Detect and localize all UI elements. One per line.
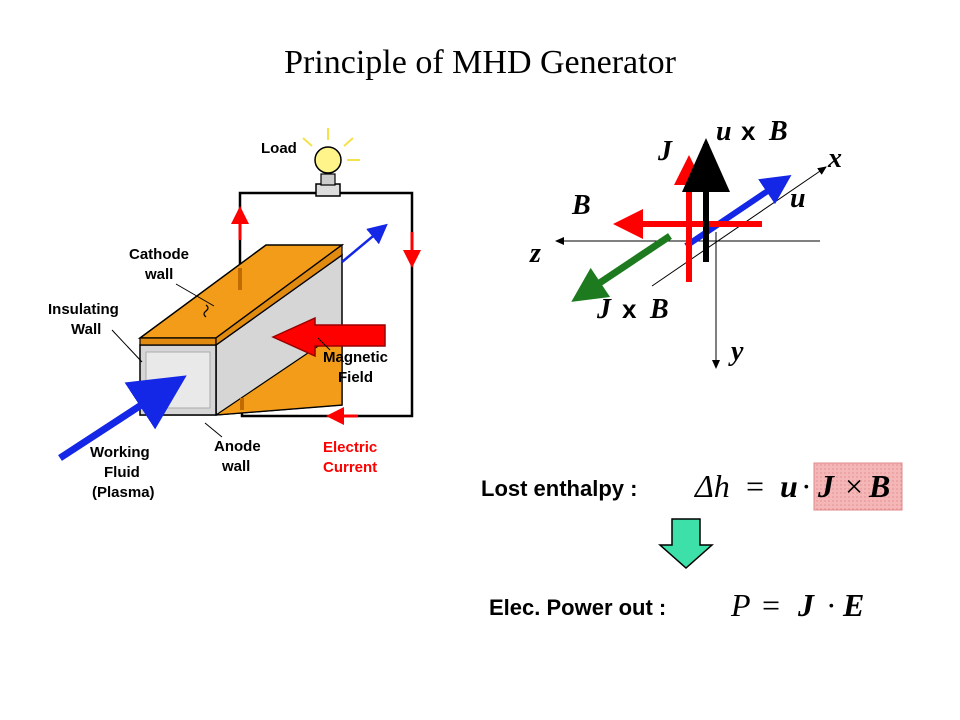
lost-enthalpy-u: u xyxy=(780,468,798,504)
jxb-label-b: B xyxy=(649,294,669,325)
insulating-label-line2: Wall xyxy=(71,321,101,338)
x-axis-label: x xyxy=(827,143,842,174)
working-fluid-label-line3: (Plasma) xyxy=(92,484,155,501)
current-label-line2: Current xyxy=(323,459,377,476)
light-bulb-icon xyxy=(302,128,360,197)
magnetic-field-arrow xyxy=(271,316,386,358)
power-out-equals: = xyxy=(762,587,780,623)
lost-enthalpy-lhs: Δh xyxy=(693,468,730,504)
uxb-label-x: x xyxy=(741,116,756,146)
lost-enthalpy-dot: · xyxy=(801,468,812,504)
power-out-lhs: P xyxy=(730,587,751,623)
b-label: B xyxy=(571,190,591,221)
uxb-label-u: u xyxy=(716,116,732,147)
circuit-wire xyxy=(238,191,414,418)
jxb-vector xyxy=(571,233,672,302)
anode-label-line2: wall xyxy=(221,458,250,475)
jxb-label-j: J xyxy=(596,294,612,325)
u-label: u xyxy=(790,183,806,214)
power-out-e: E xyxy=(842,587,864,623)
flow-exit-arrow xyxy=(341,223,388,263)
page-title: Principle of MHD Generator xyxy=(284,44,676,81)
anode-label-line1: Anode xyxy=(214,438,261,455)
lost-enthalpy-b: B xyxy=(868,468,890,504)
down-arrow-icon xyxy=(658,518,714,570)
working-fluid-label-line2: Fluid xyxy=(104,464,140,481)
lost-enthalpy-cross: × xyxy=(845,468,863,504)
working-fluid-label-line1: Working xyxy=(90,444,150,461)
j-label: J xyxy=(657,136,673,167)
power-output-equation: Elec. Power out : P = J · E xyxy=(489,587,864,623)
power-out-dot: · xyxy=(826,587,837,623)
power-out-label: Elec. Power out : xyxy=(489,595,666,620)
jxb-label-x: x xyxy=(622,294,637,324)
lost-enthalpy-equation: Lost enthalpy : Δh = u · J × B xyxy=(481,462,903,511)
magnetic-label-line1: Magnetic xyxy=(323,349,388,366)
vector-diagram: J u x B x u B z J x B y xyxy=(529,116,842,369)
highlight-box xyxy=(813,462,903,511)
current-label-line1: Electric xyxy=(323,439,377,456)
cathode-label-line1: Cathode xyxy=(129,246,189,263)
power-out-j: J xyxy=(797,587,815,623)
y-axis-label: y xyxy=(728,336,744,367)
u-vector xyxy=(684,174,792,249)
lost-enthalpy-label: Lost enthalpy : xyxy=(481,476,637,501)
generator-diagram: Load Cathode wall Insulating Wall Magnet… xyxy=(48,128,421,501)
cathode-label-line2: wall xyxy=(144,266,173,283)
magnetic-label-line2: Field xyxy=(338,369,373,386)
z-axis-label: z xyxy=(529,238,541,269)
insulating-label-line1: Insulating xyxy=(48,301,119,318)
lost-enthalpy-equals: = xyxy=(746,468,764,504)
lost-enthalpy-j: J xyxy=(817,468,835,504)
working-fluid-arrow xyxy=(58,375,187,461)
uxb-label-b: B xyxy=(768,116,788,147)
load-label: Load xyxy=(261,140,297,157)
